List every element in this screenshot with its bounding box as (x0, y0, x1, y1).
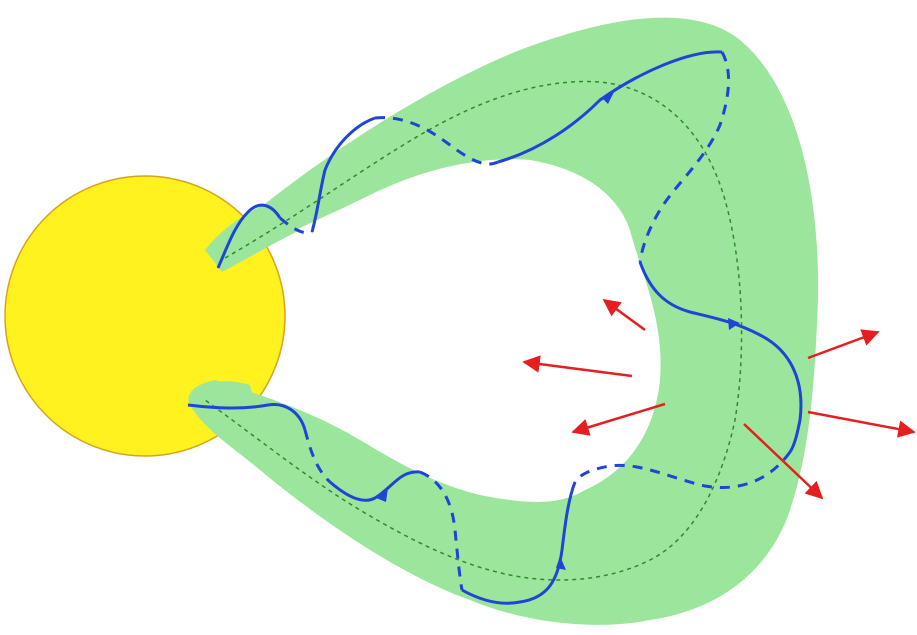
arrow-inner-mid (524, 362, 632, 376)
arrow-outer-right (808, 412, 914, 432)
arrow-inner-upper (604, 300, 645, 330)
arrow-outer-upper (808, 332, 878, 358)
